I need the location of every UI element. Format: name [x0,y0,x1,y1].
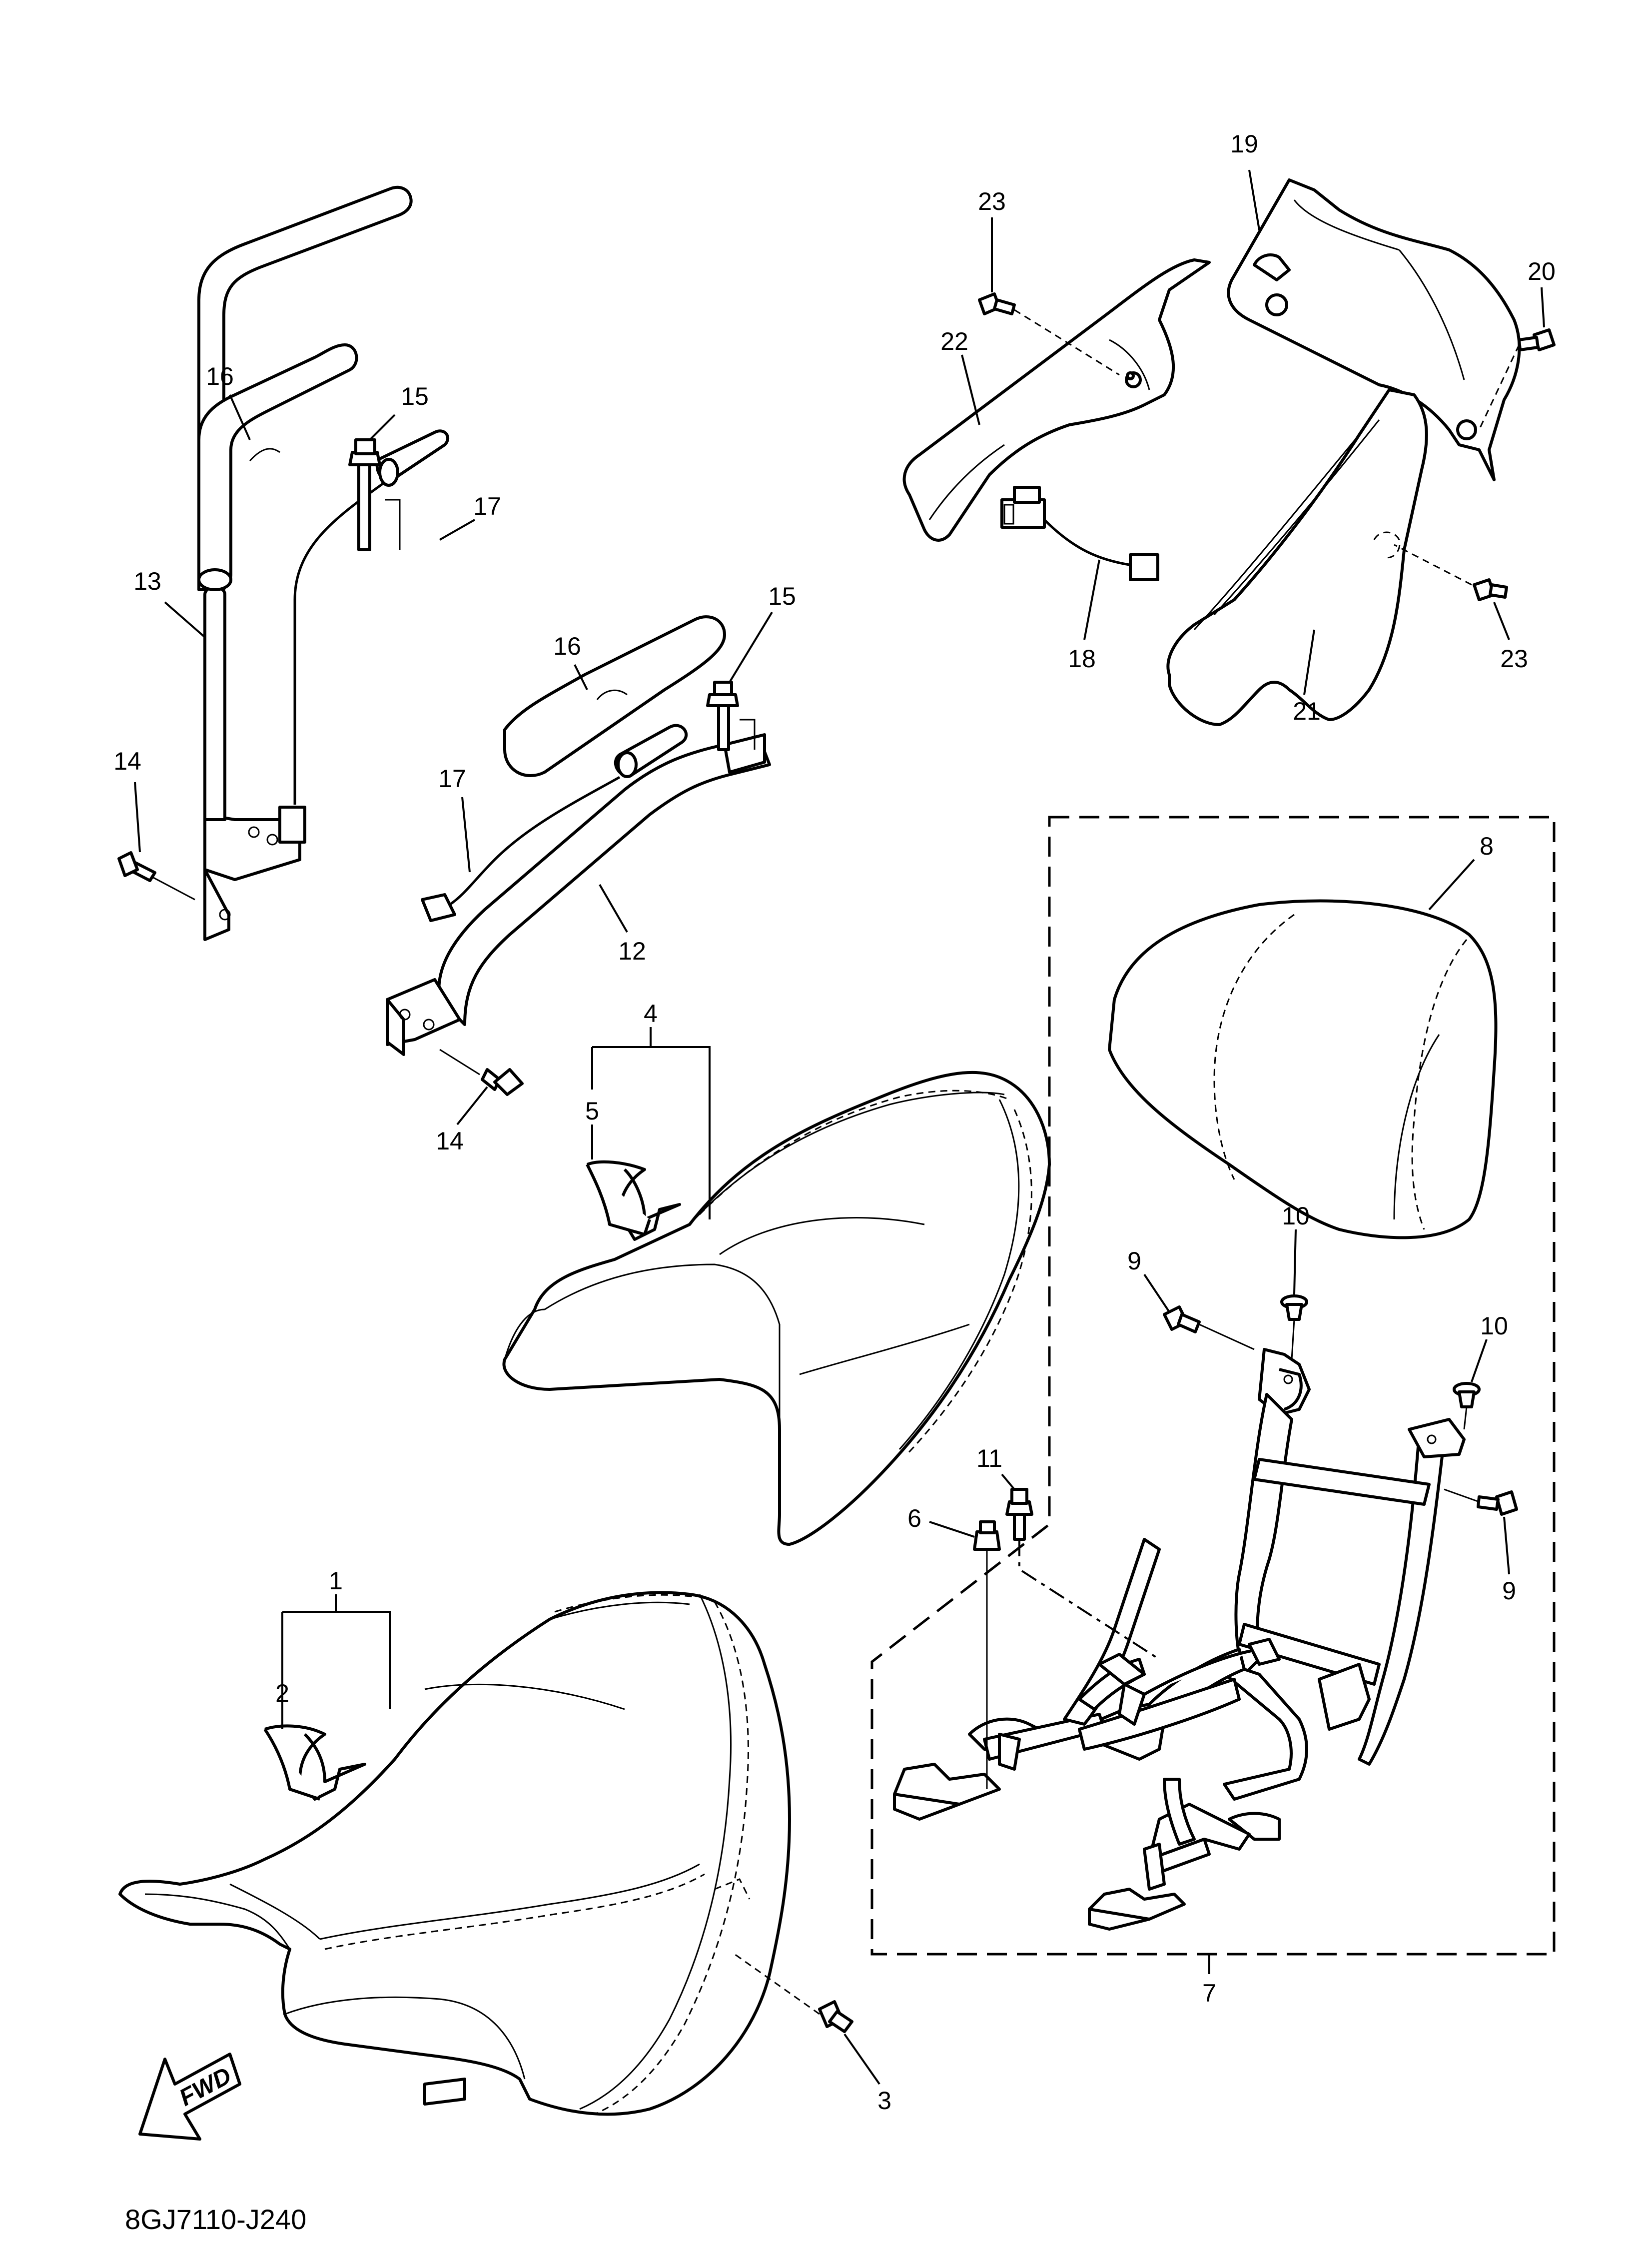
bolt-23-bottom [1394,544,1508,601]
callout-4: 4 [644,1000,658,1028]
assembly-7-box [870,816,1556,1956]
grab-bar-right [386,733,771,1056]
bolt-11 [1005,1488,1160,1660]
bolt-10-upper [1280,1294,1308,1360]
callout-2: 2 [275,1679,289,1707]
callout-14-right: 14 [436,1127,464,1155]
callout-22: 22 [940,327,968,355]
bolt-3 [734,1953,853,2033]
connector-18 [1000,486,1159,581]
callout-13: 13 [133,567,161,595]
callout-5: 5 [585,1097,599,1125]
bolt-9-upper [1163,1305,1255,1350]
callout-14-left: 14 [113,747,141,775]
callout-15-left: 15 [401,382,429,410]
seat-tab-rear [586,1160,681,1241]
diagram-part-number: 8GJ7110-J240 [125,2204,306,2235]
fwd-arrow-icon: FWD [138,2053,241,2141]
callout-15-right: 15 [768,582,796,610]
callout-10-lower: 10 [1480,1312,1508,1340]
rear-seat [502,1071,1051,1546]
callout-21: 21 [1293,697,1321,725]
grip-right [503,615,726,778]
nut-6 [973,1520,1001,1789]
bolt-9-lower [1444,1488,1518,1516]
bolt-14-left [117,851,195,901]
bolt-10-lower [1453,1382,1481,1430]
grip-heater-right [421,724,688,922]
callout-8: 8 [1480,832,1494,860]
callout-7: 7 [1202,1979,1216,2007]
bolt-14-right [439,1049,524,1096]
side-cover-22 [902,258,1211,542]
callout-9-lower: 9 [1502,1577,1516,1605]
bolt-15-right [706,681,756,751]
bolt-15-left [348,438,401,551]
callout-23-top: 23 [978,187,1006,215]
callout-20: 20 [1528,257,1556,285]
callout-16-right: 16 [553,632,581,660]
callout-17-left: 17 [473,492,501,520]
backrest-pad [1108,899,1498,1239]
callout-6: 6 [907,1504,921,1532]
callout-11: 11 [976,1444,1002,1472]
side-cover-21 [1166,388,1428,726]
backrest-frame [893,1348,1466,1931]
leader-lines [134,169,1545,2085]
callout-3: 3 [877,2087,891,2115]
callout-10-upper: 10 [1282,1202,1310,1230]
callout-18: 18 [1068,645,1096,673]
callout-23-bottom: 23 [1500,645,1528,673]
callout-9-upper: 9 [1127,1247,1141,1275]
callout-1: 1 [329,1567,343,1595]
bolt-23-top [978,292,1120,376]
callout-19: 19 [1230,130,1258,158]
side-cover-19 [1227,178,1521,481]
seat-tab-front [263,1724,366,1801]
callout-labels: 1 2 3 4 5 6 7 8 9 9 10 10 11 12 13 14 14… [113,130,1556,2115]
bolt-20 [1478,328,1556,430]
front-seat [118,1591,791,2116]
callout-16-left: 16 [206,362,234,390]
grip-left [197,343,358,591]
callout-12: 12 [618,937,646,965]
callout-17-right: 17 [438,765,466,793]
